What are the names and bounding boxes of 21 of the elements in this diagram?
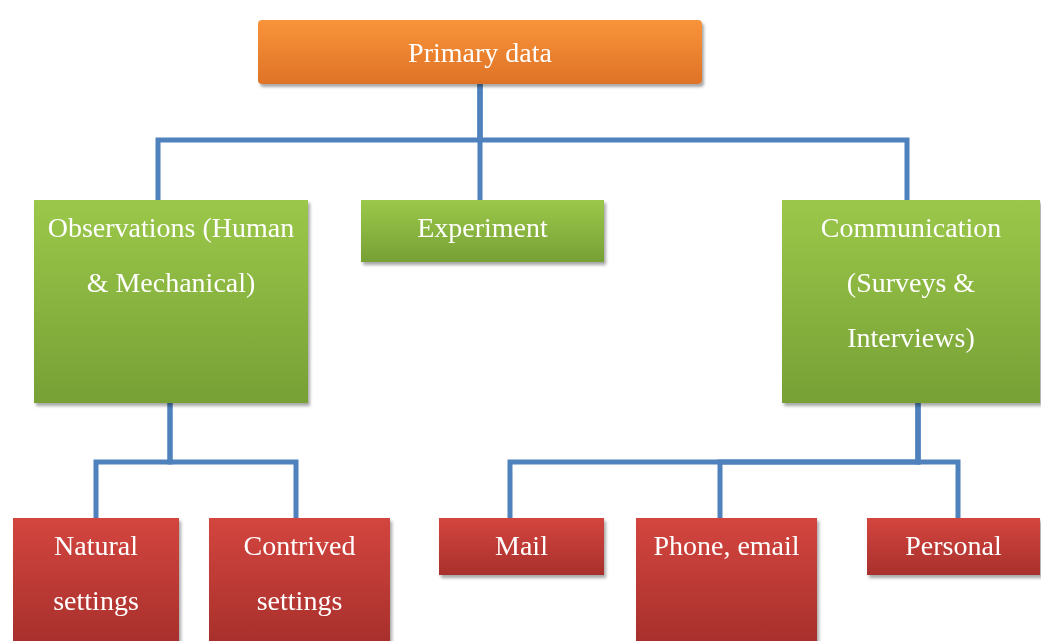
node-label: Observations (Human & Mechanical) (46, 211, 296, 300)
category-box (361, 200, 604, 262)
connector-line (915, 403, 961, 518)
category-box (209, 518, 390, 641)
node-label: Experiment (416, 211, 549, 245)
node-label: Contrived settings (242, 529, 357, 618)
category-box (13, 518, 179, 641)
category-box (34, 200, 308, 403)
category-box (636, 518, 817, 641)
node-label: Phone, email (652, 529, 801, 563)
node-label: Primary data (407, 35, 553, 70)
connector-line (477, 84, 910, 200)
node-label: Mail (494, 529, 549, 563)
category-box (867, 518, 1040, 575)
banner-box (258, 20, 702, 84)
category-box (439, 518, 604, 575)
node-label: Natural settings (52, 529, 140, 618)
node-label: Communication (Surveys & Interviews) (819, 211, 1003, 355)
node-label: Personal (904, 529, 1003, 563)
category-box (782, 200, 1040, 403)
connector-line (167, 403, 299, 518)
